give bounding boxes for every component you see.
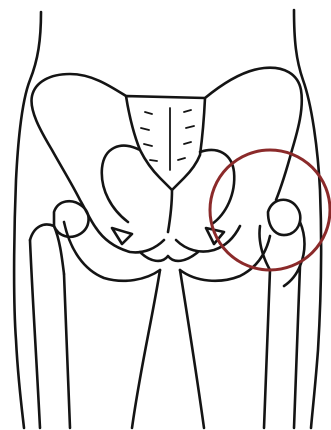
left-femur-shaft-inner [64, 274, 70, 428]
sacral-foramina-left [141, 112, 157, 161]
left-inner-thigh [132, 270, 160, 428]
left-pubic-ramus [96, 228, 164, 252]
right-femur-shaft-inner [264, 270, 270, 428]
right-femoral-head [268, 200, 300, 235]
right-femur-shaft-outer [294, 266, 300, 428]
pubic-arch [140, 252, 198, 261]
left-femur-shaft-outer [30, 240, 40, 428]
left-femoral-head [54, 201, 89, 237]
sacrum [126, 96, 205, 190]
pelvic-brim-right [200, 150, 234, 224]
coccyx [168, 190, 172, 232]
left-obturator-foramen [112, 228, 132, 244]
right-femoral-neck [259, 226, 270, 270]
sacral-foramina-right [178, 110, 194, 160]
right-body-outline [294, 10, 321, 428]
right-ischium [180, 236, 270, 281]
right-inner-thigh [180, 270, 204, 428]
pelvic-brim-left [102, 146, 140, 222]
